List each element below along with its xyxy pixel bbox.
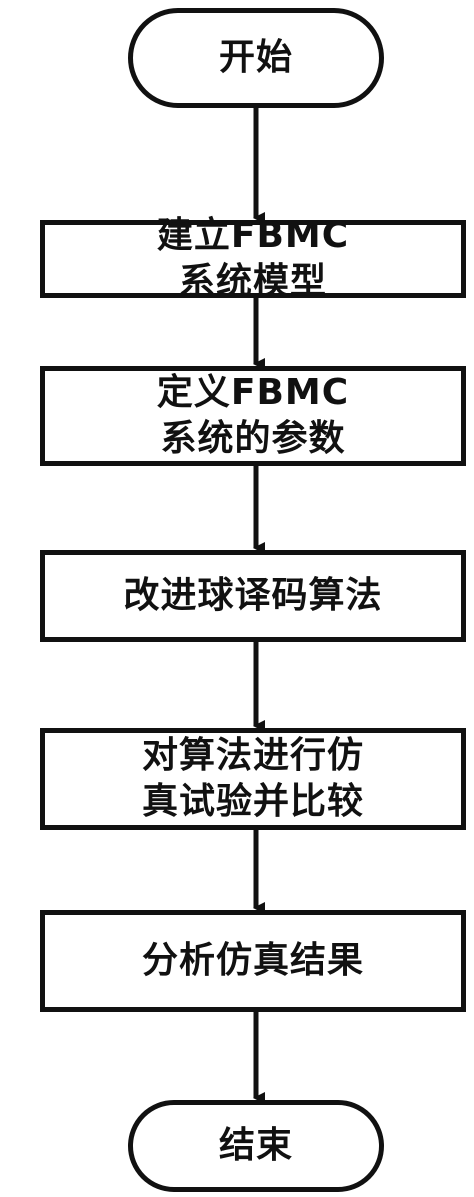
step-sim-line1: 对算法进行仿 <box>141 735 364 776</box>
step-define-parameters: 定义FBMC 系统的参数 <box>40 366 466 466</box>
step-build-line2: 系统模型 <box>178 261 327 302</box>
step-define-line2: 系统的参数 <box>160 418 346 459</box>
step-simulate-compare: 对算法进行仿 真试验并比较 <box>40 728 466 830</box>
end-label: 结束 <box>218 1125 293 1166</box>
step-build-system-model: 建立FBMC 系统模型 <box>40 215 466 302</box>
step-improve-algorithm: 改进球译码算法 <box>40 550 466 642</box>
step-improve-line1: 改进球译码算法 <box>123 575 383 616</box>
step-analyze-results: 分析仿真结果 <box>40 910 466 1012</box>
start-label: 开始 <box>218 37 293 78</box>
step-analyze-line1: 分析仿真结果 <box>141 940 364 981</box>
start-terminal: 开始 <box>128 8 384 108</box>
step-sim-line2: 真试验并比较 <box>141 781 364 822</box>
end-terminal: 结束 <box>128 1100 384 1192</box>
step-build-line1: 建立FBMC <box>156 215 350 256</box>
step-define-line1: 定义FBMC <box>156 372 350 413</box>
